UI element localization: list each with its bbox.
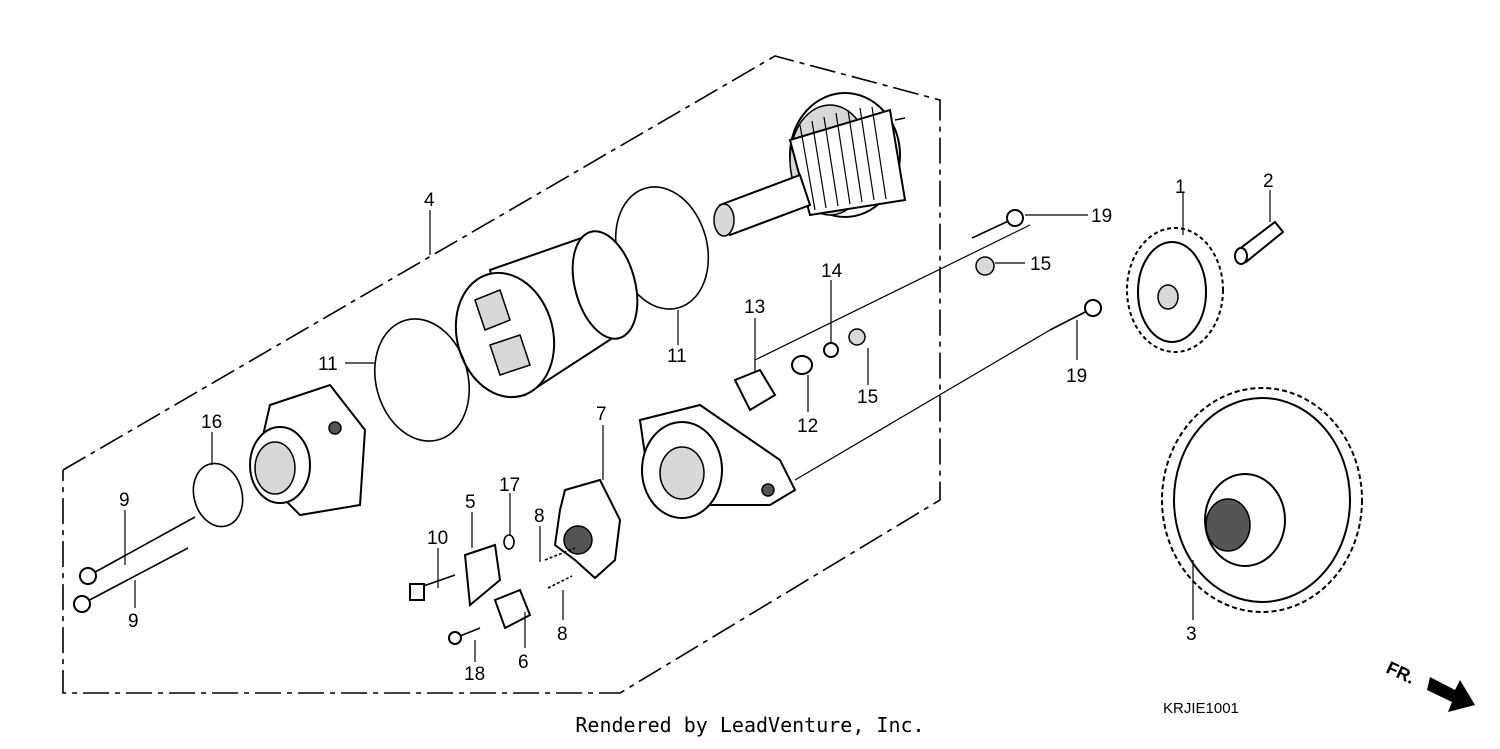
callout-10: 10 (427, 528, 448, 549)
callout-3: 3 (1186, 624, 1197, 645)
front-cover (638, 403, 797, 519)
front-direction-indicator: FR. (1383, 657, 1475, 712)
callout-16: 16 (201, 412, 222, 433)
assembly-boundary (62, 55, 941, 694)
armature (713, 92, 907, 237)
small-gear-parts (733, 328, 866, 412)
callout-19a: 19 (1091, 206, 1112, 227)
rear-cover (249, 383, 367, 517)
fr-label: FR. (1383, 657, 1418, 687)
callout-9a: 9 (119, 490, 130, 511)
leader-lines (124, 190, 1271, 662)
footer-credit: Rendered by LeadVenture, Inc. (575, 713, 925, 737)
callout-9b: 9 (128, 611, 139, 632)
o-ring-16 (192, 462, 244, 528)
callout-15b: 15 (857, 387, 878, 408)
callout-8b: 8 (557, 624, 568, 645)
fr-arrow-icon (1427, 677, 1475, 712)
o-ring-lower (373, 318, 471, 442)
motor-case (454, 230, 639, 399)
reduction-gear (1126, 227, 1224, 353)
callout-18: 18 (464, 664, 485, 685)
callout-15a: 15 (1030, 254, 1051, 275)
callout-19b: 19 (1066, 366, 1087, 387)
brush-parts (409, 534, 576, 645)
diagram-code: KRJIE1001 (1163, 700, 1239, 717)
starter-driven-gear (1161, 387, 1363, 613)
callout-6: 6 (518, 652, 529, 673)
callout-8a: 8 (534, 506, 545, 527)
callout-2: 2 (1263, 171, 1274, 192)
callout-14: 14 (821, 261, 843, 282)
gear-shaft (1234, 220, 1285, 265)
mounting-bolts (971, 209, 1102, 331)
callout-4: 4 (424, 190, 435, 211)
callout-11a: 11 (318, 354, 338, 375)
callout-12: 12 (797, 416, 818, 437)
callout-numbers: 1 2 3 4 5 6 7 8 8 9 9 10 11 11 12 13 14 … (119, 171, 1274, 685)
callout-1: 1 (1175, 177, 1186, 198)
callout-5: 5 (465, 492, 476, 513)
long-bolts (73, 516, 196, 613)
callout-11b: 11 (667, 346, 687, 367)
callout-13: 13 (744, 297, 765, 318)
callout-17: 17 (499, 475, 520, 496)
callout-7: 7 (596, 404, 607, 425)
brush-holder-bearing (563, 525, 593, 555)
